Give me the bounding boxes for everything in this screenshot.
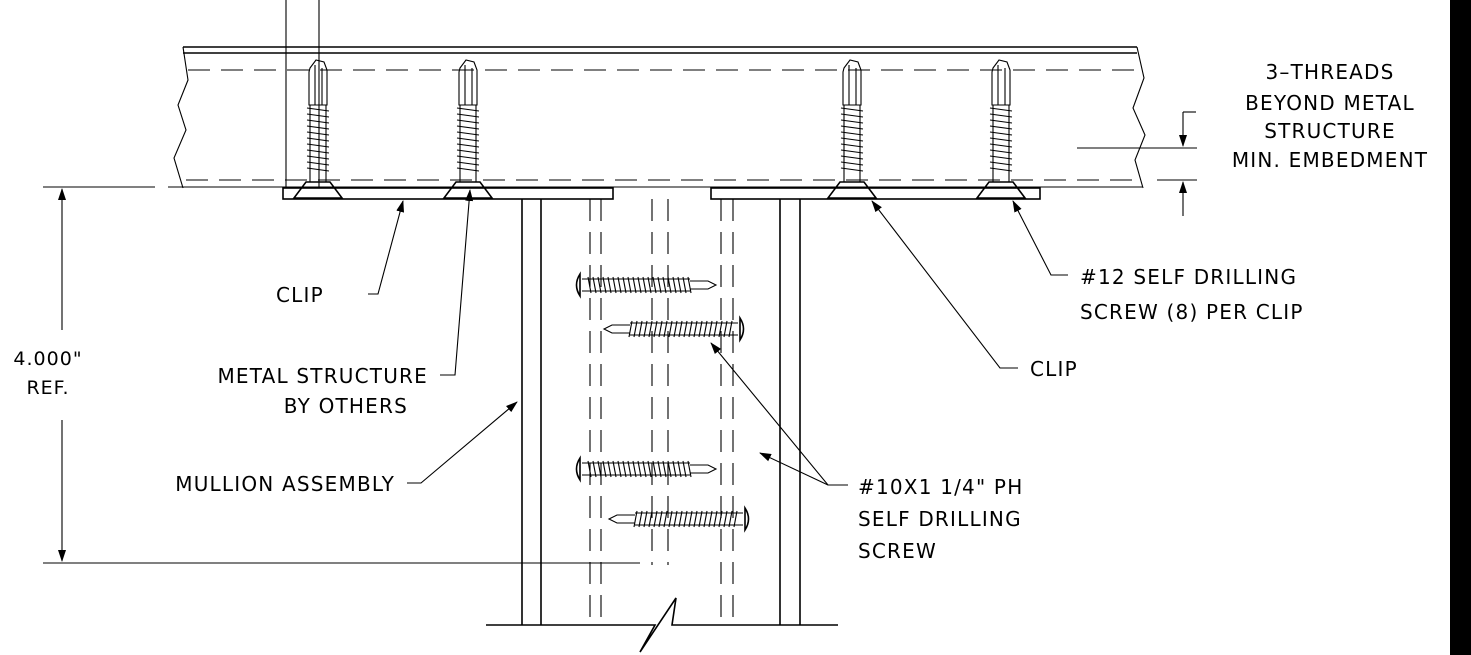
leader-metal-structure [440,189,474,376]
leader-ph-screw-b [710,342,848,486]
height-dimension [43,186,640,564]
dimension-ref: REF. [26,377,69,399]
ph-screw-4 [607,505,750,533]
ph-screw-2 [602,315,745,343]
clip-label-right: CLIP [1030,357,1078,381]
ph-screw-3 [575,455,718,483]
self-drill-12-label-line1: #12 SELF DRILLING [1080,265,1297,289]
ph-screw-label-line2: SELF DRILLING [858,507,1022,531]
embedment-dimension [1077,111,1197,216]
metal-structure-label-line1: METAL STRUCTURE [217,364,428,388]
self-drill-12-label-line2: SCREW (8) PER CLIP [1080,300,1304,324]
mullion-label: MULLION ASSEMBLY [175,472,395,496]
embedment-note-line4: MIN. EMBEDMENT [1232,148,1428,172]
self-drilling-screw-4 [975,59,1027,199]
metal-structure-label-line2: BY OTHERS [284,394,408,418]
embedment-note-line3: STRUCTURE [1264,119,1396,143]
leader-ph-screw-a [759,452,829,486]
sheet-border [1450,0,1471,655]
ph-screw-label-line3: SCREW [858,539,937,563]
dimension-value: 4.000" [13,348,82,370]
self-drilling-screw-3 [826,59,878,199]
clip-plates [282,187,1041,200]
self-drilling-screw-1 [292,59,344,199]
leader-mullion [407,401,518,484]
embedment-note-line2: BEYOND METAL [1245,91,1415,115]
mullion-assembly [486,199,838,653]
metal-structure-beam [168,46,1146,189]
clip-label-left: CLIP [276,283,324,307]
self-drilling-screw-2 [442,59,494,199]
leader-clip-left [368,200,405,295]
ph-screw-label-line1: #10X1 1/4" PH [858,475,1023,499]
leader-self-drill-12 [1012,200,1068,276]
embedment-note-line1: 3–THREADS [1265,60,1394,84]
ph-screw-1 [575,271,718,299]
leader-clip-right [871,200,1018,369]
